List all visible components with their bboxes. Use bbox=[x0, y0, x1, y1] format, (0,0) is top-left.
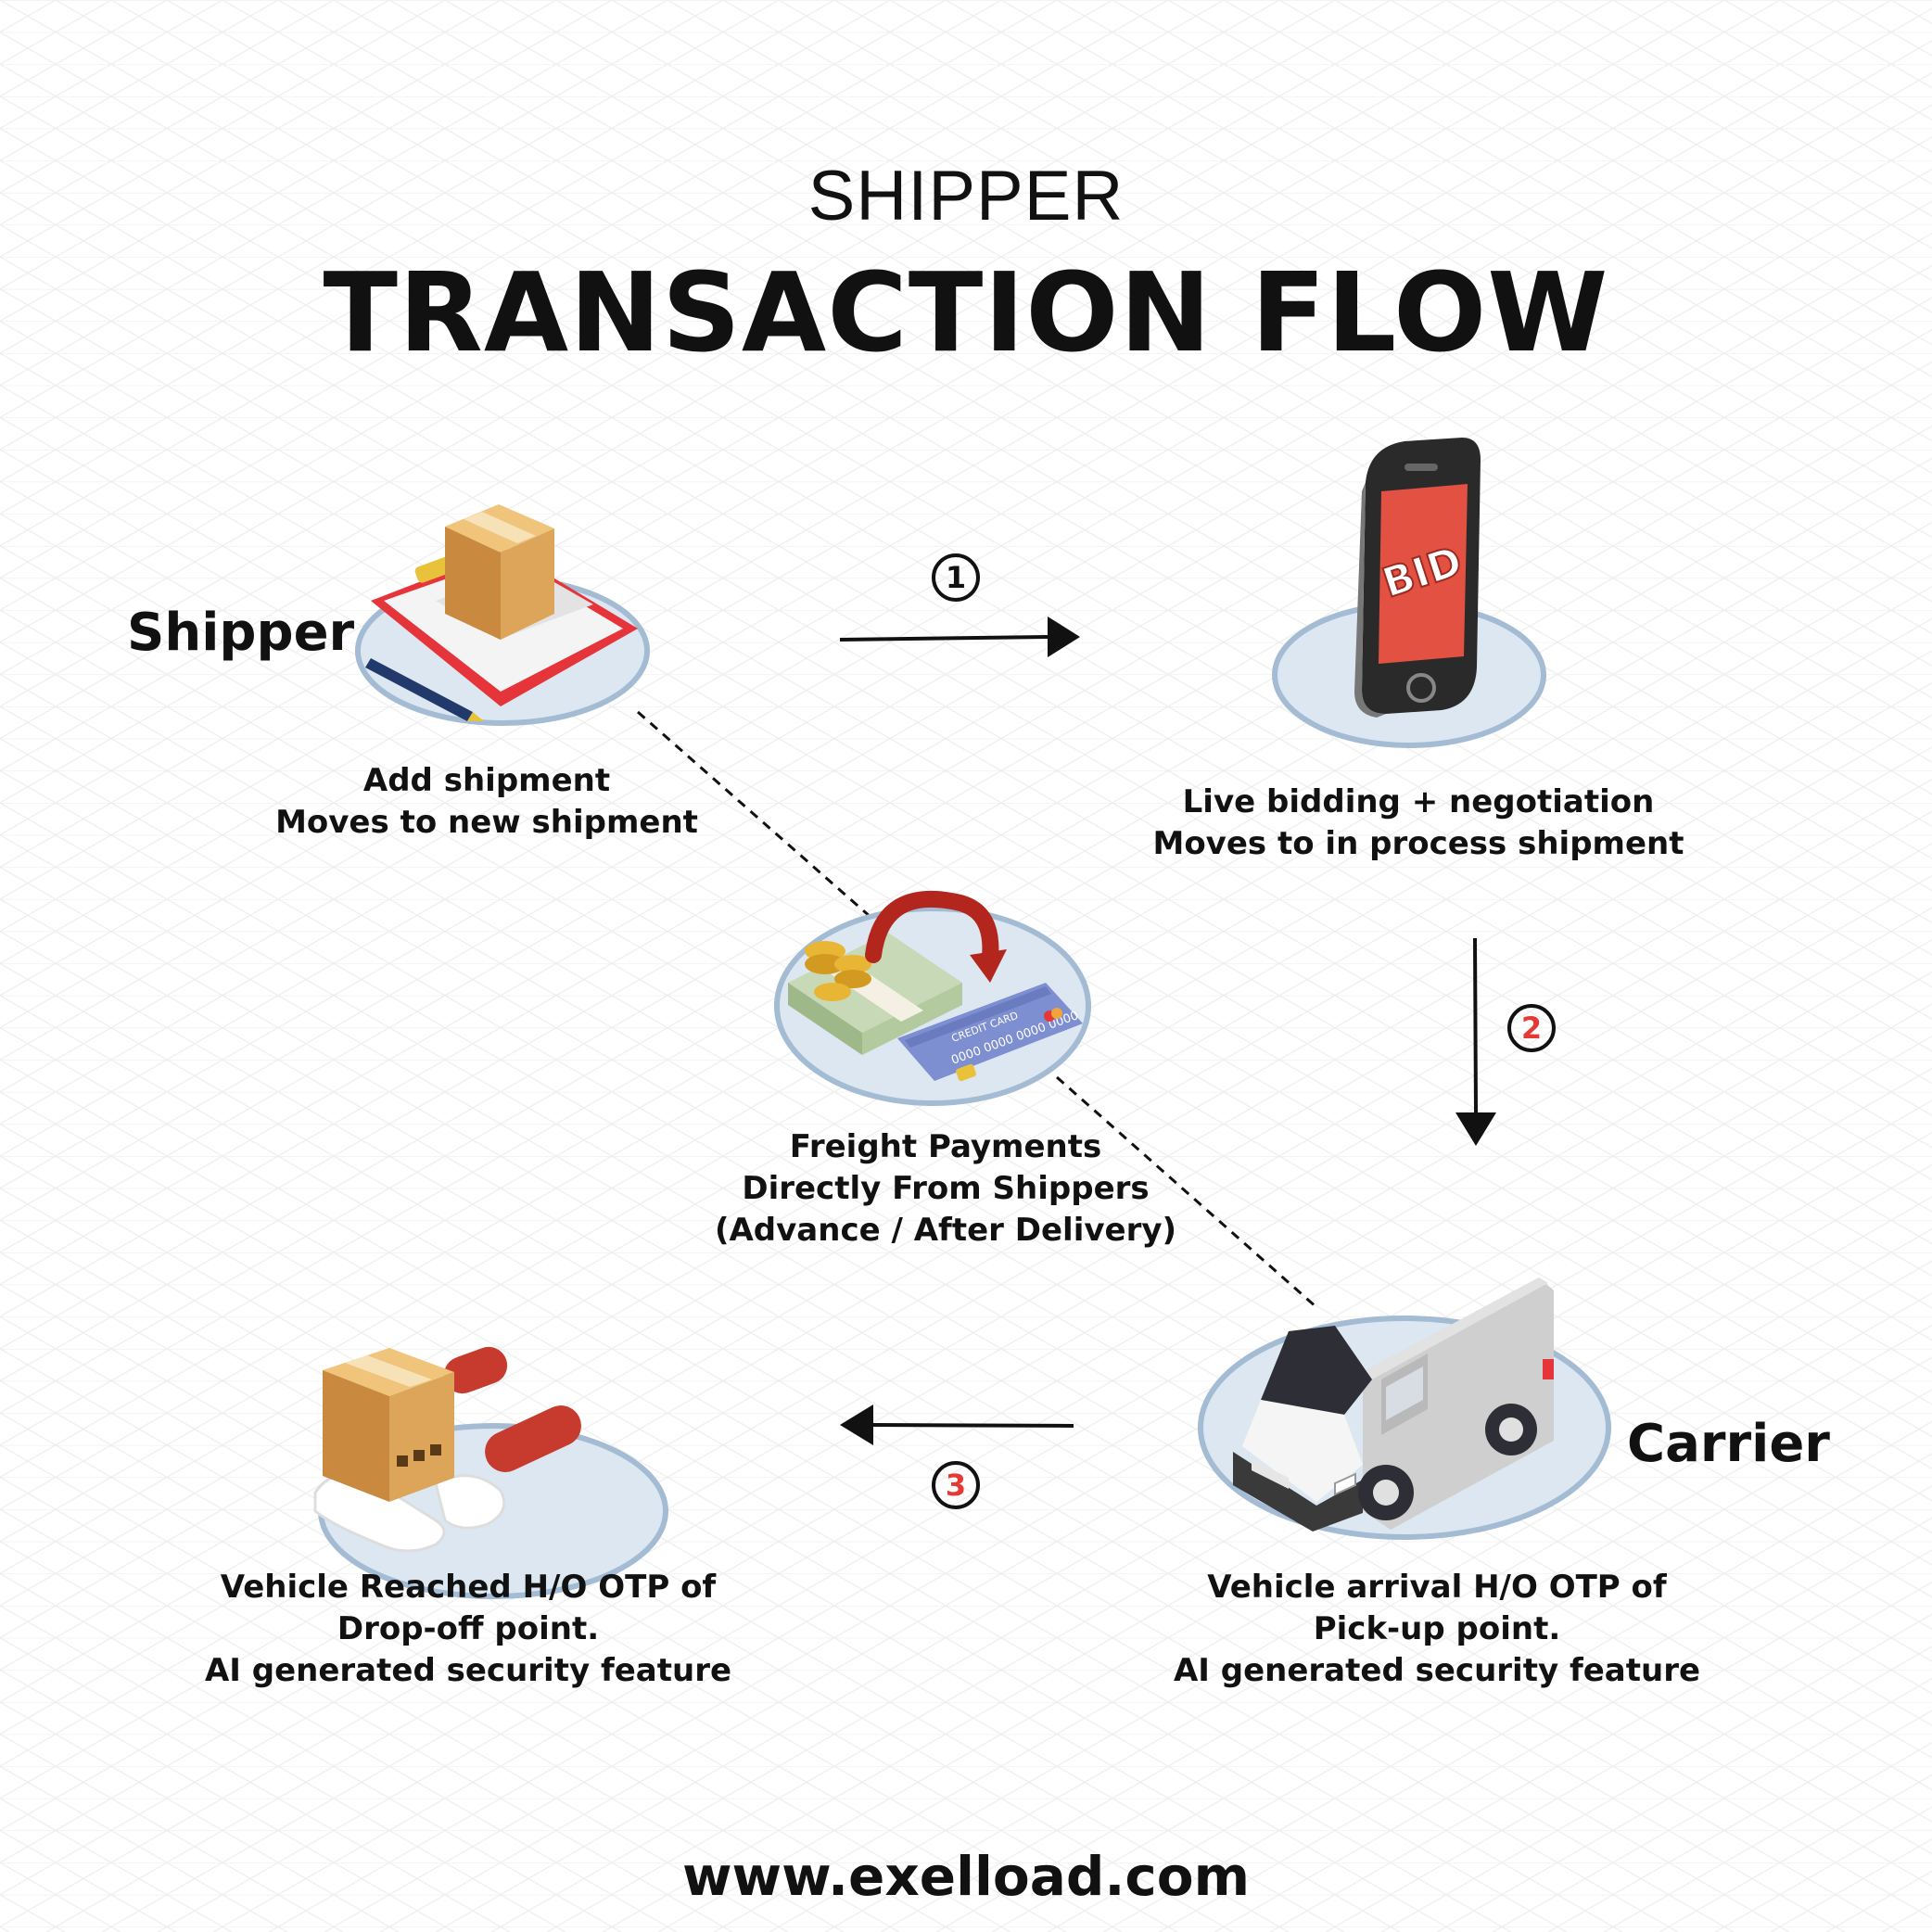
caption-line: (Advance / After Delivery) bbox=[714, 1212, 1177, 1249]
dashed-connector-upper bbox=[637, 710, 872, 920]
diagram-subtitle: SHIPPER bbox=[807, 157, 1125, 235]
caption-line: Live bidding + negotiation bbox=[1182, 783, 1655, 820]
step-3-number: 3 bbox=[945, 1468, 967, 1503]
arrow-step-2 bbox=[1455, 937, 1496, 1146]
pickup-caption: Vehicle arrival H/O OTP of Pick-up point… bbox=[1131, 1567, 1743, 1692]
bidding-caption: Live bidding + negotiation Moves to in p… bbox=[1112, 782, 1724, 865]
website-link[interactable]: www.exelload.com bbox=[681, 1845, 1251, 1908]
caption-line: Vehicle arrival H/O OTP of bbox=[1207, 1569, 1667, 1606]
step-2-badge: 2 bbox=[1507, 1004, 1556, 1052]
delivery-van-icon bbox=[1198, 1277, 1611, 1540]
arrow-step-3 bbox=[840, 1405, 1074, 1445]
payment-caption: Freight Payments Directly From Shippers … bbox=[667, 1126, 1224, 1252]
caption-line: AI generated security feature bbox=[1173, 1652, 1701, 1689]
package-handover-icon bbox=[313, 1346, 668, 1599]
step-3-badge: 3 bbox=[932, 1461, 980, 1509]
caption-line: Moves to new shipment bbox=[275, 804, 698, 841]
dropoff-caption: Vehicle Reached H/O OTP of Drop-off poin… bbox=[167, 1567, 769, 1692]
caption-line: Add shipment bbox=[362, 762, 611, 799]
caption-line: Drop-off point. bbox=[337, 1610, 600, 1647]
caption-line: Freight Payments bbox=[789, 1128, 1102, 1165]
step-1-badge: 1 bbox=[932, 553, 980, 602]
add-shipment-caption: Add shipment Moves to new shipment bbox=[241, 760, 732, 844]
money-card-icon: CREDIT CARD 0000 0000 0000 0000 bbox=[774, 890, 1091, 1106]
caption-line: Moves to in process shipment bbox=[1152, 825, 1684, 862]
bid-smartphone-icon: BID bbox=[1272, 438, 1546, 748]
caption-line: Directly From Shippers bbox=[742, 1170, 1150, 1207]
caption-line: Vehicle Reached H/O OTP of bbox=[220, 1569, 717, 1606]
caption-line: Pick-up point. bbox=[1313, 1610, 1561, 1647]
dashed-connector-lower bbox=[1056, 1075, 1317, 1309]
bid-screen-text: BID bbox=[1377, 538, 1468, 607]
arrow-step-1 bbox=[839, 616, 1080, 657]
caption-line: AI generated security feature bbox=[204, 1652, 732, 1689]
diagram-title: TRANSACTION FLOW bbox=[323, 248, 1609, 376]
step-1-number: 1 bbox=[945, 560, 967, 595]
step-2-number: 2 bbox=[1520, 1010, 1543, 1046]
clipboard-package-icon bbox=[355, 504, 650, 726]
shipper-role-label: Shipper bbox=[127, 603, 355, 663]
carrier-role-label: Carrier bbox=[1627, 1414, 1830, 1474]
